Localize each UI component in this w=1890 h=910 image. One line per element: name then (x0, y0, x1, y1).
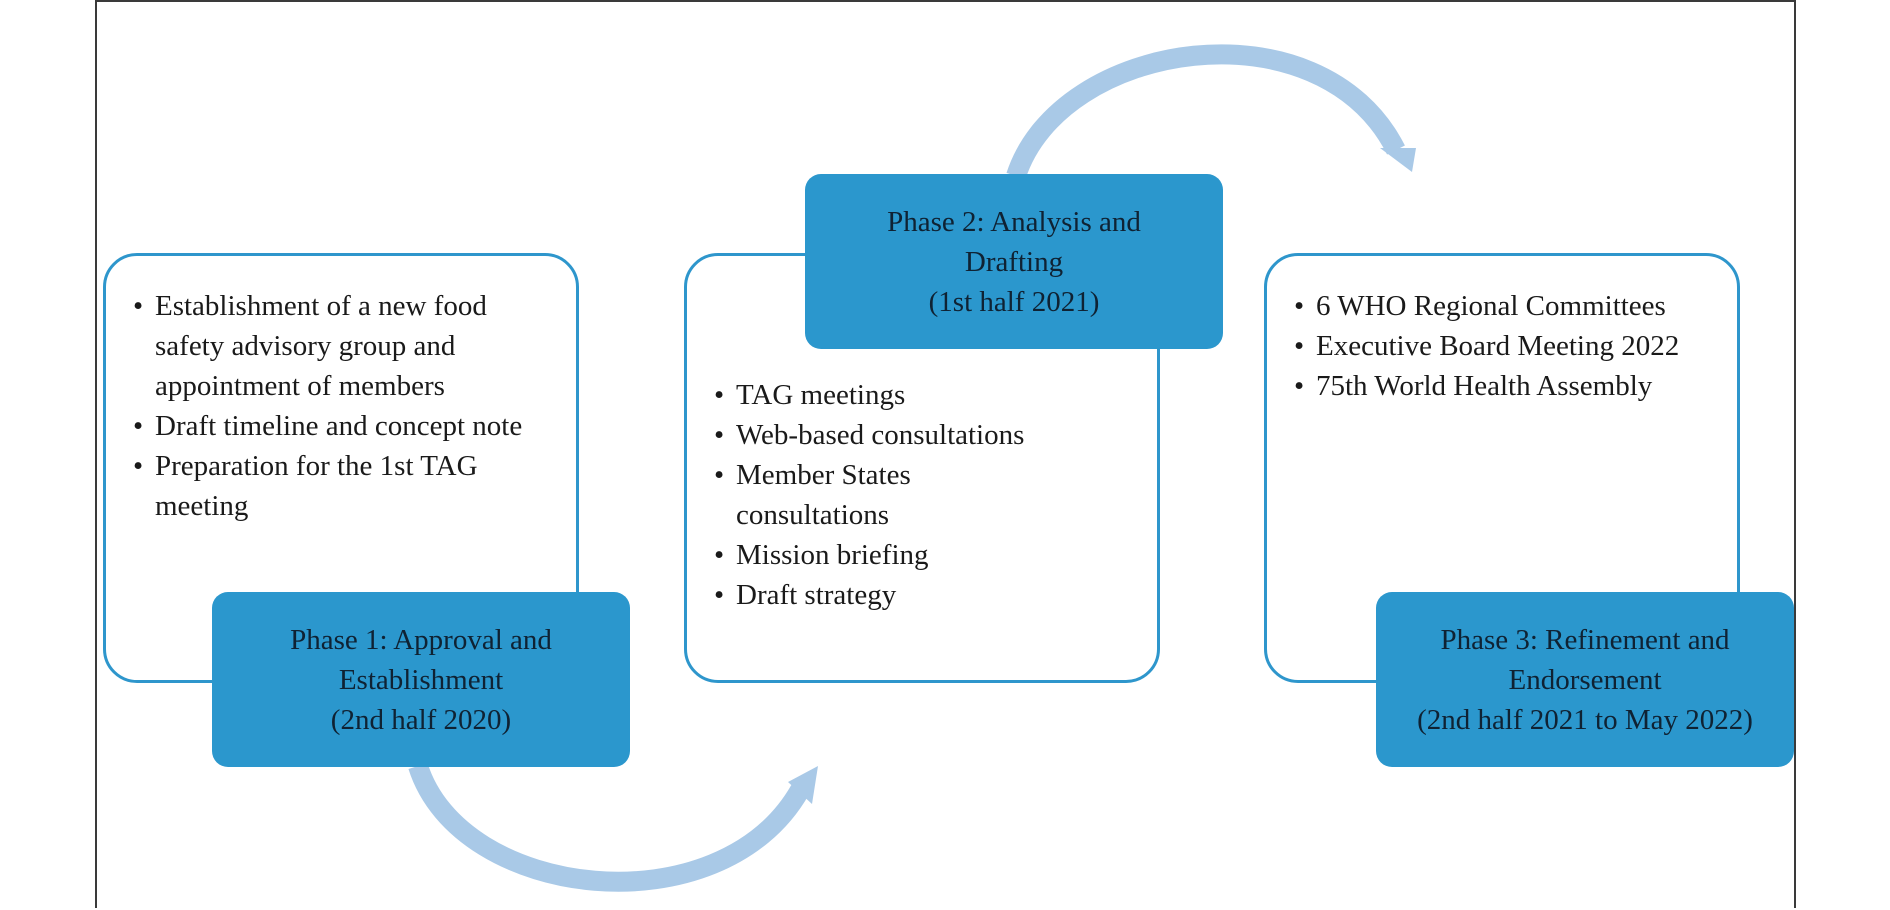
phase3-title-line: Endorsement (1508, 663, 1662, 696)
phase3-period: (2nd half 2021 to May 2022) (1417, 703, 1753, 736)
list-item: 6 WHO Regional Committees (1294, 286, 1714, 326)
phase2-period: (1st half 2021) (928, 285, 1100, 318)
list-item: 75th World Health Assembly (1294, 366, 1714, 406)
figure-frame (95, 0, 1796, 908)
phase2-title-line: Drafting (964, 245, 1064, 278)
curved-arrow-phase1-to-phase2 (408, 762, 818, 892)
list-item: Web-based consultations (714, 415, 1134, 455)
list-item: Draft timeline and concept note (133, 406, 553, 446)
curved-arrow-phase2-to-phase3 (1006, 44, 1416, 180)
list-item: Mission briefing (714, 535, 1134, 575)
list-item: Preparation for the 1st TAG meeting (133, 446, 553, 526)
list-item: Executive Board Meeting 2022 (1294, 326, 1686, 366)
phase3-activities-list: 6 WHO Regional Committees Executive Boar… (1294, 286, 1714, 406)
list-item: TAG meetings (714, 375, 1134, 415)
list-item: Member States consultations (714, 455, 976, 535)
phase2-title-box: Phase 2: Analysis and Drafting (1st half… (805, 174, 1223, 349)
phase1-period: (2nd half 2020) (330, 703, 512, 736)
list-item: Draft strategy (714, 575, 1134, 615)
list-item: Establishment of a new food safety advis… (133, 286, 553, 406)
phase1-activities-list: Establishment of a new food safety advis… (133, 286, 553, 526)
phase1-title-line: Phase 1: Approval and (290, 623, 552, 656)
phase1-title-box: Phase 1: Approval and Establishment (2nd… (212, 592, 630, 767)
phase1-title-line: Establishment (338, 663, 504, 696)
phase2-activities-list: TAG meetings Web-based consultations Mem… (714, 375, 1134, 615)
phase3-title-box: Phase 3: Refinement and Endorsement (2nd… (1376, 592, 1794, 767)
phase3-title-line: Phase 3: Refinement and (1440, 623, 1730, 656)
phase1-activities-panel: Establishment of a new food safety advis… (103, 253, 579, 683)
phase2-title-line: Phase 2: Analysis and (887, 205, 1141, 238)
